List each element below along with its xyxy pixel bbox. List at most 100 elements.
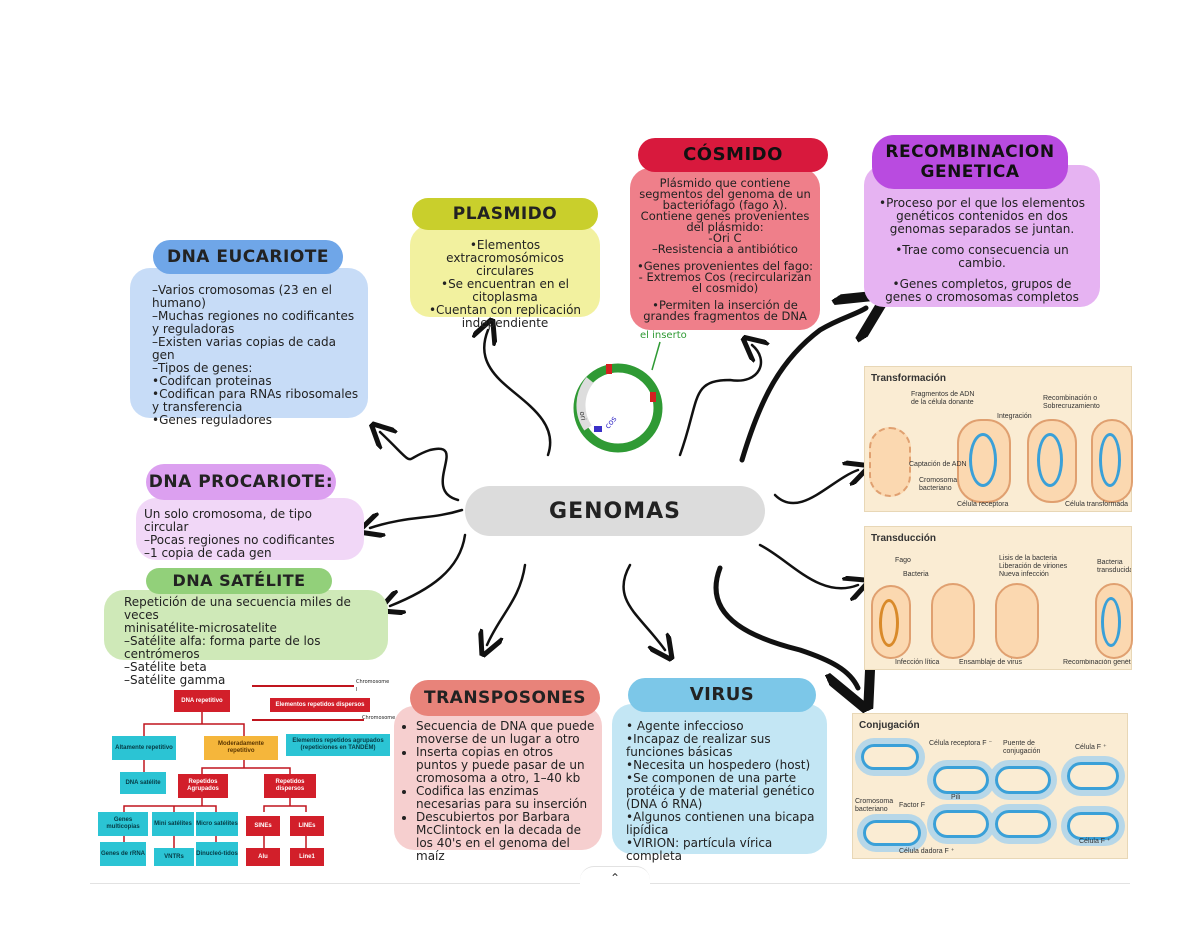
plasmid-svg (573, 341, 663, 453)
plasmido-line: •Se encuentran en el citoplasma (440, 277, 569, 304)
recombinacion-line: •Trae como consecuencia un cambio. (895, 243, 1069, 270)
recombinacion-line: •Proceso por el que los elementos genéti… (879, 196, 1085, 236)
cosmido-line: - Extremos Cos (recircularizan el cosmid… (638, 270, 812, 295)
transformacion-label: Fragmentos de ADN de la célula donante (911, 391, 975, 406)
procariote-line: Un solo cromosoma, de tipo circular (144, 507, 313, 534)
recombinacion-title: RECOMBINACION GENETICA (872, 135, 1068, 189)
conjugacion-title: Conjugación (859, 720, 920, 731)
collapse-button[interactable]: ⌃ (580, 866, 650, 889)
transposones-item: Inserta copias en otros puntos y puede p… (416, 746, 596, 785)
transformacion-label: Captación de ADN (909, 461, 967, 468)
plasmido-title: PLASMIDO (412, 198, 598, 230)
virus-title-text: VIRUS (689, 684, 755, 705)
plasmido-title-text: PLASMIDO (452, 204, 558, 224)
procariote-line: –1 copia de cada gen (144, 546, 272, 560)
conjugating-cell (933, 810, 989, 838)
conjugacion-label: Factor F (899, 802, 926, 809)
center-label: GENOMAS (549, 498, 681, 524)
cosmido-line: •Genes provenientes del fago: (636, 259, 814, 273)
transformacion-label: Célula receptora (957, 501, 1009, 508)
cosmido-line: Plásmido que contiene segmentos del geno… (639, 176, 811, 212)
conjugacion-label: Cromosoma bacteriano (855, 798, 894, 813)
virus-title: VIRUS (628, 678, 816, 712)
tree-lines (123, 685, 364, 848)
plasmid-diagram: el inserto ori cos (568, 330, 688, 460)
chromosome-ring (969, 433, 997, 487)
cell-f-minus (861, 744, 919, 770)
virus-card: • Agente infeccioso •Incapaz de realizar… (612, 704, 827, 863)
infected-cell (931, 583, 975, 659)
procariote-card: Un solo cromosoma, de tipo circular –Poc… (136, 498, 364, 560)
eucariote-title-text: DNA EUCARIOTE (166, 247, 330, 267)
tree-chromosome-label: Chromosome (362, 715, 396, 721)
tree-root: DNA repetitivo (174, 690, 230, 712)
satelite-line: minisatélite-microsatelite (124, 621, 277, 635)
transposones-card: Secuencia de DNA que puede moverse de un… (394, 706, 602, 863)
conjugacion-label: Puente de conjugación (1003, 740, 1041, 755)
cosmido-line: Contiene genes provenientes del plásmido… (640, 209, 810, 234)
virus-line: •Necesita un hospedero (host) (626, 758, 811, 772)
transduccion-panel: Transducción Fago Bacteria Lisis de la b… (864, 526, 1133, 670)
tree-satelite: DNA satélite (120, 772, 166, 794)
plasmid-marker-red (606, 364, 612, 374)
cell-f-plus (1067, 762, 1119, 790)
procariote-title-text: DNA PROCARIOTE: (148, 472, 334, 492)
conjugacion-label: Célula dadora F ⁺ (899, 848, 955, 855)
procariote-line: –Pocas regiones no codificantes (144, 533, 335, 547)
transformacion-panel: Transformación Fragmentos de ADN de la c… (864, 366, 1133, 512)
conjugacion-label: Célula receptora F ⁻ (929, 740, 993, 747)
eucariote-line: •Genes reguladores (152, 413, 273, 427)
conjugacion-label: Pili (951, 794, 961, 801)
donor-cell (869, 427, 911, 497)
virus-line: •Se componen de una parte protéica y de … (626, 771, 815, 811)
plasmid-marker-red (650, 392, 656, 402)
tree-alu: Alu (246, 848, 280, 866)
transformacion-label: Cromosoma bacteriano (919, 477, 958, 492)
transposones-item: Descubiertos por Barbara McClintock en l… (416, 811, 596, 863)
satelite-title: DNA SATÉLITE (146, 568, 332, 594)
tree-genes-rrna: Genes de rRNA (100, 842, 146, 866)
transformacion-label: Recombinación o Sobrecruzamiento (1043, 395, 1100, 410)
recombinacion-title-line: GENETICA (920, 162, 1020, 182)
cell-f-plus (1067, 812, 1119, 840)
eucariote-line: –Existen varias copias de cada gen (152, 335, 336, 362)
conjugating-cell (995, 766, 1051, 794)
arrow-to-conjugacion (713, 565, 858, 688)
transformacion-label: Célula transformada (1065, 501, 1129, 508)
eucariote-title: DNA EUCARIOTE (153, 240, 343, 274)
virus-line: •Incapaz de realizar sus funciones básic… (626, 732, 771, 759)
transduccion-label: Recombinación genética (1063, 659, 1131, 666)
arrow-to-transposones (487, 563, 527, 645)
insert-label: el inserto (640, 330, 687, 341)
ori-label: ori (577, 410, 588, 422)
eucariote-line: •Codifican para RNAs ribosomales y trans… (152, 387, 359, 414)
tree-chromosome-label: Chromosome I (356, 679, 390, 693)
eucariote-card: –Varios cromosomas (23 en el humano) –Mu… (130, 268, 368, 427)
cosmido-card: Plásmido que contiene segmentos del geno… (630, 168, 820, 330)
virus-line: •VIRION: partícula vírica completa (626, 836, 773, 863)
cosmido-line: –Resistencia a antibiótico (652, 242, 798, 256)
satelite-line: –Satélite beta (124, 660, 207, 674)
eucariote-line: –Varios cromosomas (23 en el humano) (152, 283, 332, 310)
satelite-card: Repetición de una secuencia miles de vec… (104, 590, 388, 687)
tree-agrupados-top: Elementos repetidos agrupados (repeticio… (286, 734, 390, 756)
tree-vntrs: VNTRs (154, 848, 194, 866)
cosmido-line: -Ori C (708, 231, 742, 245)
tree-micro: Micro satélites (196, 812, 238, 836)
satelite-line: –Satélite alfa: forma parte de los centr… (124, 634, 321, 661)
arrow-to-cosmido (678, 345, 761, 457)
transduccion-label: Liberación de viriones (999, 563, 1068, 570)
plasmid-marker-blue (594, 426, 602, 432)
cosmido-line: •Permiten la inserción de grandes fragme… (643, 298, 807, 323)
tree-mini: Mini satélites (152, 812, 194, 836)
transduccion-label: Infección lítica (895, 659, 940, 666)
transformacion-title: Transformación (871, 373, 947, 384)
transduccion-title: Transducción (871, 533, 937, 544)
tree-altamente: Altamente repetitivo (112, 736, 176, 760)
arrow-to-satelite (390, 533, 467, 606)
transposones-title: TRANSPOSONES (410, 680, 600, 716)
arrow-to-procariote (370, 508, 464, 528)
satelite-title-text: DNA SATÉLITE (172, 571, 306, 590)
virus-line: •Algunos contienen una bicapa lipídica (626, 810, 815, 837)
arrow-to-plasmido (484, 330, 552, 457)
